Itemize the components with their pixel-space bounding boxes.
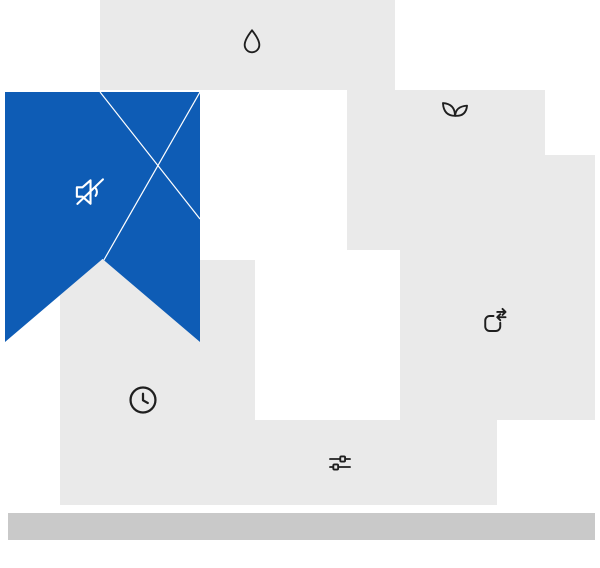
bottom-tile (200, 420, 497, 505)
mute-ribbon[interactable] (5, 92, 200, 342)
plug-swap-icon[interactable] (477, 304, 513, 340)
clock-icon[interactable] (125, 382, 161, 418)
speaker-mute-icon[interactable] (69, 171, 111, 213)
leaf-icon[interactable] (438, 96, 472, 130)
top-tile (100, 0, 395, 90)
ribbon-shape (5, 92, 200, 342)
right-tile (400, 155, 595, 420)
bottom-bar (8, 513, 595, 540)
water-drop-icon[interactable] (236, 26, 268, 58)
sliders-icon[interactable] (324, 447, 356, 479)
ribbon-fold-line (99, 92, 200, 220)
